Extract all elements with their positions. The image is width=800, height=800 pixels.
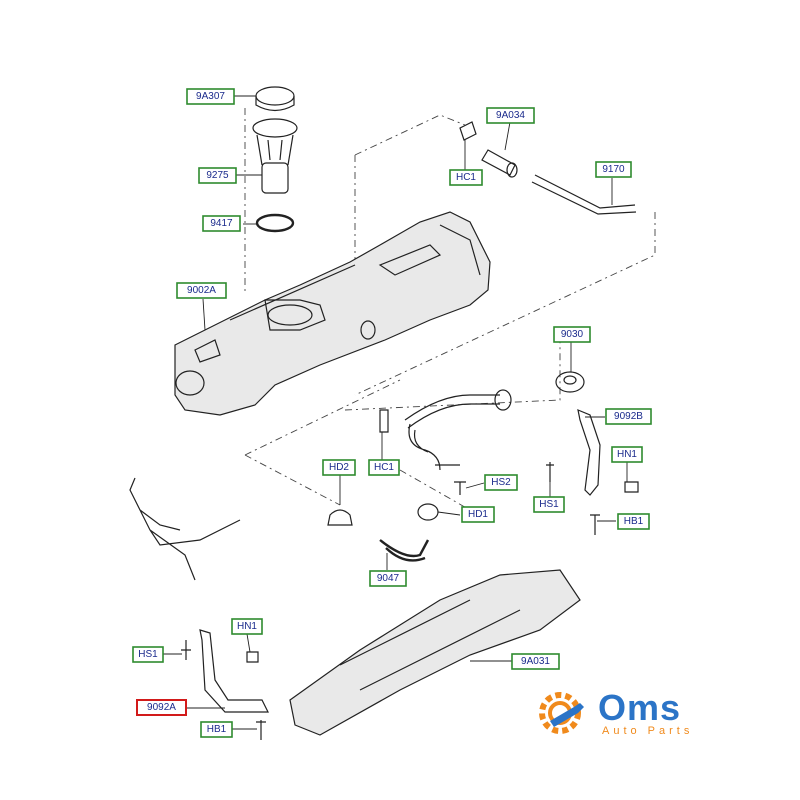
- svg-text:9092B: 9092B: [614, 411, 643, 422]
- label-HC1-top[interactable]: HC1: [449, 169, 483, 186]
- label-HS1-left[interactable]: HS1: [132, 646, 164, 663]
- fasteners: [181, 462, 639, 740]
- svg-text:9092A: 9092A: [147, 702, 176, 713]
- filler-neck: [404, 389, 512, 471]
- label-9002A[interactable]: 9002A: [176, 282, 227, 299]
- fuel-pump-sender: [252, 118, 298, 194]
- svg-text:9275: 9275: [206, 170, 229, 181]
- svg-text:HD2: HD2: [329, 462, 349, 473]
- label-9275[interactable]: 9275: [198, 167, 237, 184]
- label-9047[interactable]: 9047: [369, 570, 407, 587]
- label-HN1-left[interactable]: HN1: [231, 618, 263, 635]
- svg-text:9A034: 9A034: [496, 110, 525, 121]
- svg-text:9417: 9417: [210, 218, 233, 229]
- filler-grommet: [555, 371, 585, 393]
- brand-logo: Oms Auto Parts: [530, 683, 760, 743]
- svg-text:9002A: 9002A: [187, 285, 216, 296]
- logo-brand-text: Oms: [598, 687, 682, 728]
- seal-ring: [255, 213, 295, 233]
- svg-text:9A307: 9A307: [196, 91, 225, 102]
- svg-text:HD1: HD1: [468, 509, 488, 520]
- svg-text:9170: 9170: [602, 164, 625, 175]
- logo-tagline: Auto Parts: [602, 725, 694, 737]
- label-9417[interactable]: 9417: [202, 215, 241, 232]
- svg-text:9030: 9030: [561, 329, 584, 340]
- tank-strap-left: [199, 629, 269, 713]
- label-9092B[interactable]: 9092B: [605, 408, 652, 425]
- fuel-tank-9002A: [174, 211, 491, 416]
- label-HC1-mid[interactable]: HC1: [368, 459, 400, 476]
- svg-text:HS1: HS1: [138, 649, 158, 660]
- svg-text:HS2: HS2: [491, 477, 511, 488]
- svg-text:HN1: HN1: [617, 449, 637, 460]
- vapour-hose: [531, 174, 637, 215]
- label-HD1[interactable]: HD1: [461, 506, 495, 523]
- label-HS1-right[interactable]: HS1: [533, 496, 565, 513]
- label-9092A[interactable]: 9092A: [136, 699, 187, 716]
- svg-text:HS1: HS1: [539, 499, 559, 510]
- filler-hose: [379, 539, 430, 562]
- label-HD2[interactable]: HD2: [322, 459, 356, 476]
- fuel-cap: [255, 86, 295, 112]
- wiring-harness: [129, 477, 241, 581]
- svg-text:HB1: HB1: [624, 516, 644, 527]
- label-HB1-right[interactable]: HB1: [617, 513, 650, 530]
- part-labels: 9A307 9275 9417 9002A 9A034 HC1 9170 903…: [132, 88, 652, 738]
- label-9A307[interactable]: 9A307: [186, 88, 235, 105]
- svg-text:HB1: HB1: [207, 724, 227, 735]
- heat-shield: [289, 569, 581, 736]
- tank-strap-right: [577, 409, 601, 496]
- label-9A034[interactable]: 9A034: [486, 107, 535, 124]
- svg-text:HC1: HC1: [374, 462, 394, 473]
- label-HS2[interactable]: HS2: [484, 474, 518, 491]
- svg-text:HC1: HC1: [456, 172, 476, 183]
- label-HN1-right[interactable]: HN1: [611, 446, 643, 463]
- label-HB1-left[interactable]: HB1: [200, 721, 233, 738]
- gear-wrench-icon: [539, 692, 584, 734]
- svg-text:HN1: HN1: [237, 621, 257, 632]
- svg-text:9A031: 9A031: [521, 656, 550, 667]
- label-9030[interactable]: 9030: [553, 326, 591, 343]
- vent-tube: [459, 121, 518, 178]
- svg-text:9047: 9047: [377, 573, 400, 584]
- label-9170[interactable]: 9170: [595, 161, 632, 178]
- leader-lines: [162, 95, 628, 730]
- label-9A031[interactable]: 9A031: [511, 653, 560, 670]
